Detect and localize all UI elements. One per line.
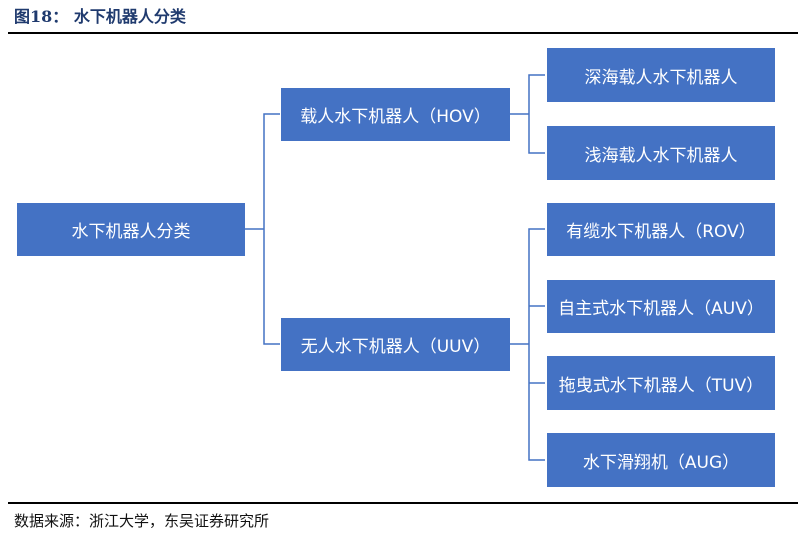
branch-node-uuv: 无人水下机器人（UUV） — [281, 318, 510, 371]
connector-root-bracket — [263, 113, 280, 345]
leaf-node-shallow-sea-hov: 浅海载人水下机器人 — [547, 126, 775, 180]
leaf-node-deep-sea-hov: 深海载人水下机器人 — [547, 48, 775, 102]
branch-node-hov: 载人水下机器人（HOV） — [281, 88, 510, 141]
root-node: 水下机器人分类 — [17, 203, 245, 256]
top-rule — [8, 32, 798, 34]
connector-hov-bracket — [528, 74, 545, 154]
figure-title: 图18： 水下机器人分类 — [14, 7, 186, 26]
leaf-node-tuv: 拖曳式水下机器人（TUV） — [547, 356, 775, 410]
leaf-node-auv: 自主式水下机器人（AUV） — [547, 280, 775, 333]
bottom-rule — [8, 502, 798, 504]
leaf-node-rov: 有缆水下机器人（ROV） — [547, 203, 775, 256]
connector-uuv-bracket — [528, 228, 545, 461]
source-note: 数据来源：浙江大学，东吴证券研究所 — [14, 512, 270, 530]
leaf-node-aug: 水下滑翔机（AUG） — [547, 433, 775, 487]
